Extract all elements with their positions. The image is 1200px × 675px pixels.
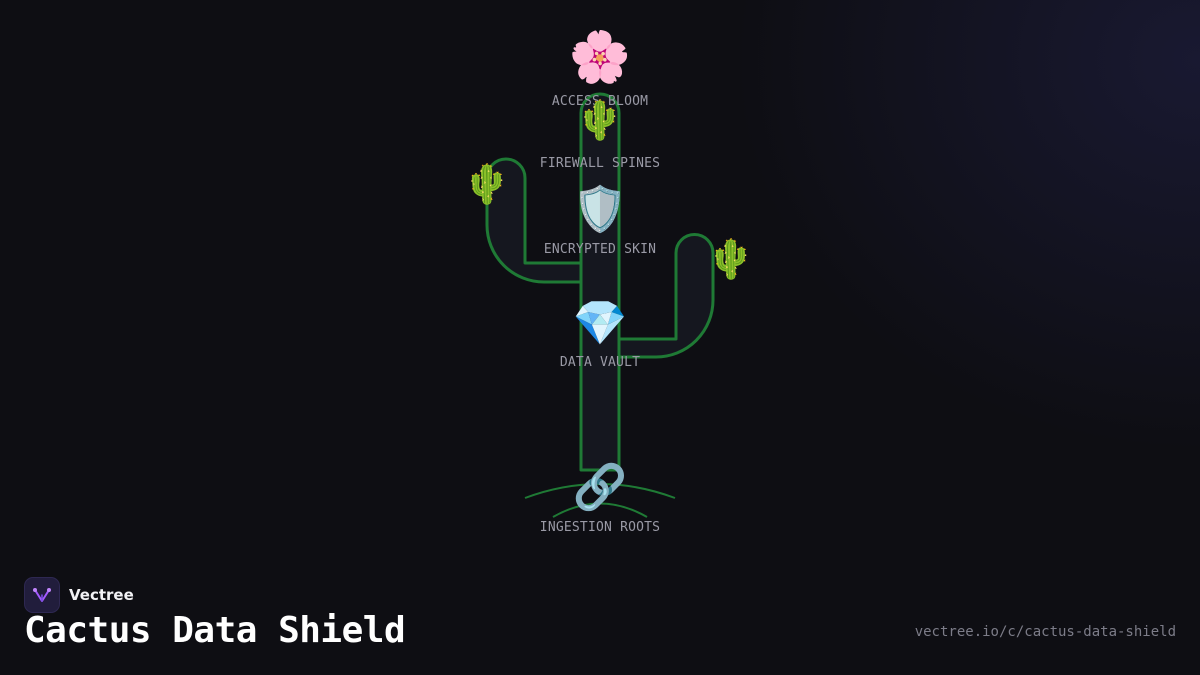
brand-name: Vectree [69,586,134,604]
node-encrypted-skin[interactable]: 🛡️ ENCRYPTED SKIN [543,184,657,258]
gem-icon: 💎 [572,298,628,349]
node-label-encrypted-skin: ENCRYPTED SKIN [543,242,657,257]
ground-arc-inner [552,502,648,518]
node-firewall-spines[interactable]: 🌵 FIREWALL SPINES [540,101,660,171]
node-label-ingestion-roots: INGESTION ROOTS [539,520,661,535]
node-data-vault[interactable]: 💎 DATA VAULT [559,298,641,371]
node-label-firewall-spines: FIREWALL SPINES [539,156,661,171]
node-label-access-bloom: ACCESS BLOOM [551,94,649,109]
vectree-logo-icon [24,577,60,613]
node-label-data-vault: DATA VAULT [559,355,641,370]
cactus-right-arm [619,233,715,359]
node-access-bloom[interactable]: 🌸 ACCESS BLOOM [552,32,648,109]
ground-arc-outer [524,483,676,499]
page-title: Cactus Data Shield [24,610,406,651]
flower-icon: 🌸 [568,28,632,86]
cactus-icon: 🌵 [576,98,624,142]
right-arm-cactus-icon: 🌵 [707,237,755,281]
link-icon: 🔗 [572,462,628,513]
node-ingestion-roots[interactable]: 🔗 INGESTION ROOTS [539,462,661,536]
left-arm-cactus-icon: 🌵 [463,162,511,206]
source-url-link[interactable]: vectree.io/c/cactus-data-shield [914,624,1176,640]
shield-icon: 🛡️ [572,184,628,235]
cactus-trunk [579,92,621,472]
brand[interactable]: Vectree [24,577,134,613]
cactus-left-arm [485,157,581,284]
